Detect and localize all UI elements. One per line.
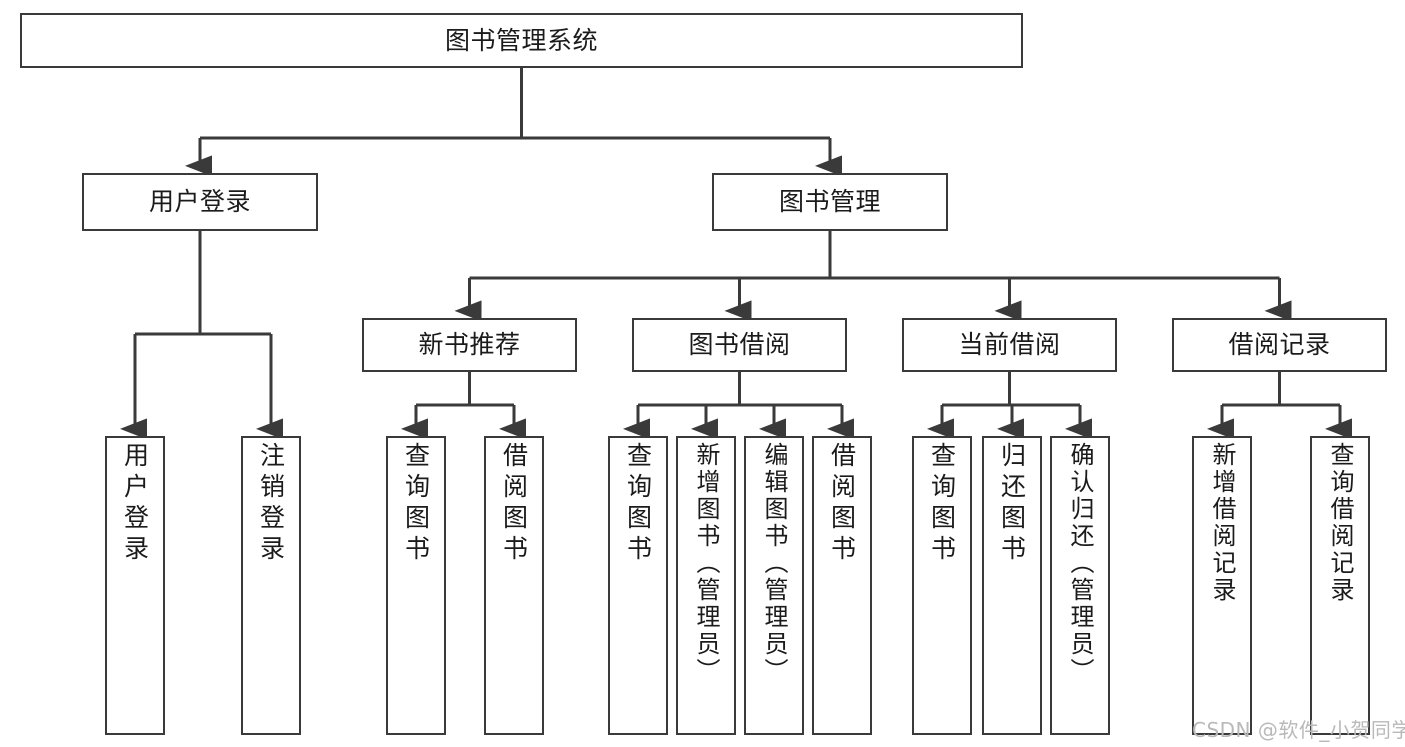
node-leaf-cb-confirm-return-label: 确认归还（管理员） <box>1066 442 1094 685</box>
node-borrow-record[interactable]: 借阅记录 <box>1172 318 1387 372</box>
node-book-manage[interactable]: 图书管理 <box>712 173 948 231</box>
node-leaf-cb-query-book-label: 查询图书 <box>927 442 957 566</box>
node-leaf-rec-borrow-book[interactable]: 借阅图书 <box>484 436 544 735</box>
node-leaf-bb-borrow-book-label: 借阅图书 <box>827 442 857 566</box>
node-user-login[interactable]: 用户登录 <box>82 173 318 231</box>
node-new-book-rec-label: 新书推荐 <box>418 330 521 360</box>
node-current-borrow[interactable]: 当前借阅 <box>902 318 1117 372</box>
node-leaf-bb-add-book-label: 新增图书（管理员） <box>692 442 720 685</box>
node-leaf-br-add-record-label: 新增借阅记录 <box>1208 442 1236 604</box>
node-leaf-bb-query-book-label: 查询图书 <box>623 442 653 566</box>
node-new-book-rec[interactable]: 新书推荐 <box>362 318 577 372</box>
node-leaf-user-logout[interactable]: 注销登录 <box>241 436 301 735</box>
node-current-borrow-label: 当前借阅 <box>958 330 1061 360</box>
node-leaf-cb-confirm-return[interactable]: 确认归还（管理员） <box>1050 436 1110 735</box>
node-leaf-br-add-record[interactable]: 新增借阅记录 <box>1192 436 1252 735</box>
node-book-manage-label: 图书管理 <box>778 187 881 217</box>
node-leaf-bb-edit-book[interactable]: 编辑图书（管理员） <box>744 436 804 735</box>
node-book-borrow-label: 图书借阅 <box>688 330 791 360</box>
node-root[interactable]: 图书管理系统 <box>20 13 1023 68</box>
csdn-watermark: CSDN @软件_小贺同学 <box>1192 718 1405 742</box>
node-leaf-rec-query-book[interactable]: 查询图书 <box>386 436 446 735</box>
node-leaf-br-query-record-label: 查询借阅记录 <box>1326 442 1354 604</box>
node-leaf-bb-query-book[interactable]: 查询图书 <box>608 436 668 735</box>
node-leaf-cb-return-book-label: 归还图书 <box>997 442 1027 566</box>
node-leaf-bb-borrow-book[interactable]: 借阅图书 <box>812 436 872 735</box>
node-leaf-rec-query-book-label: 查询图书 <box>401 442 431 566</box>
node-borrow-record-label: 借阅记录 <box>1228 330 1331 360</box>
node-leaf-bb-edit-book-label: 编辑图书（管理员） <box>760 442 788 685</box>
node-leaf-br-query-record[interactable]: 查询借阅记录 <box>1310 436 1370 735</box>
node-leaf-cb-return-book[interactable]: 归还图书 <box>982 436 1042 735</box>
node-book-borrow[interactable]: 图书借阅 <box>632 318 847 372</box>
node-root-label: 图书管理系统 <box>444 25 598 55</box>
node-leaf-user-login-label: 用户登录 <box>120 442 150 566</box>
node-leaf-rec-borrow-book-label: 借阅图书 <box>499 442 529 566</box>
node-leaf-bb-add-book[interactable]: 新增图书（管理员） <box>676 436 736 735</box>
node-leaf-cb-query-book[interactable]: 查询图书 <box>912 436 972 735</box>
node-user-login-label: 用户登录 <box>148 187 251 217</box>
node-leaf-user-logout-label: 注销登录 <box>256 442 286 566</box>
node-leaf-user-login[interactable]: 用户登录 <box>105 436 165 735</box>
